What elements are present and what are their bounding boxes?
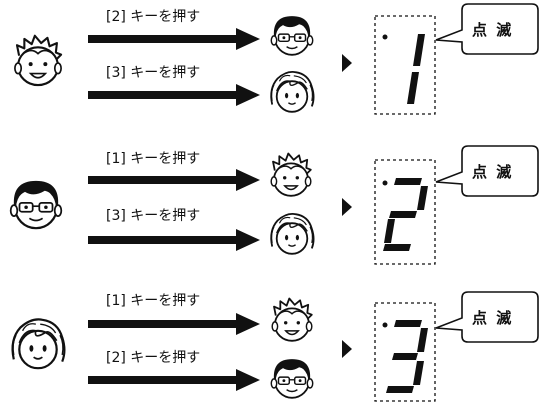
led-digit-3 xyxy=(386,320,428,393)
led-digit-1 xyxy=(407,34,425,104)
instruction-label: [1] キーを押す xyxy=(106,151,200,167)
target-person-girl xyxy=(270,70,315,113)
led-display-frame xyxy=(374,15,436,115)
arrow xyxy=(88,28,260,50)
led-display-frame xyxy=(374,159,436,265)
led-dot xyxy=(382,180,388,186)
source-person-glasses-boy xyxy=(9,179,63,230)
callout-text: 点 滅 xyxy=(472,309,513,327)
pointer-triangle-icon xyxy=(342,198,352,216)
blink-callout: 点 滅 xyxy=(435,3,539,55)
led-dot xyxy=(382,34,388,40)
target-person-glasses-boy xyxy=(270,358,314,399)
instruction-label: [2] キーを押す xyxy=(106,9,200,25)
pointer-triangle-icon xyxy=(342,340,352,358)
callout-text: 点 滅 xyxy=(472,163,513,181)
arrow xyxy=(88,313,260,335)
source-person-boy xyxy=(13,34,63,87)
row-2: [1] キーを押す [3] キーを押す 点 滅 xyxy=(9,145,539,265)
source-person-girl xyxy=(11,318,66,370)
pointer-triangle-icon xyxy=(342,54,352,72)
instruction-label: [2] キーを押す xyxy=(106,350,200,366)
instruction-label: [3] キーを押す xyxy=(106,65,200,81)
row-1: [2] キーを押す [3] キーを押す 点 滅 xyxy=(13,3,539,115)
arrow xyxy=(88,369,260,391)
led-dot xyxy=(382,322,388,328)
led-display-frame xyxy=(374,302,436,402)
callout-text: 点 滅 xyxy=(472,21,513,39)
instruction-label: [1] キーを押す xyxy=(106,293,200,309)
arrow xyxy=(88,84,260,106)
arrow xyxy=(88,229,260,251)
row-3: [1] キーを押す [2] キーを押す 点 滅 xyxy=(11,291,539,402)
arrow xyxy=(88,169,260,191)
blink-callout: 点 滅 xyxy=(435,291,539,343)
target-person-boy xyxy=(271,297,313,342)
instruction-label: [3] キーを押す xyxy=(106,208,200,224)
led-digit-2 xyxy=(383,178,428,251)
target-person-glasses-boy xyxy=(270,15,314,56)
blink-callout: 点 滅 xyxy=(435,145,539,197)
target-person-boy xyxy=(270,152,312,197)
target-person-girl xyxy=(270,212,315,255)
